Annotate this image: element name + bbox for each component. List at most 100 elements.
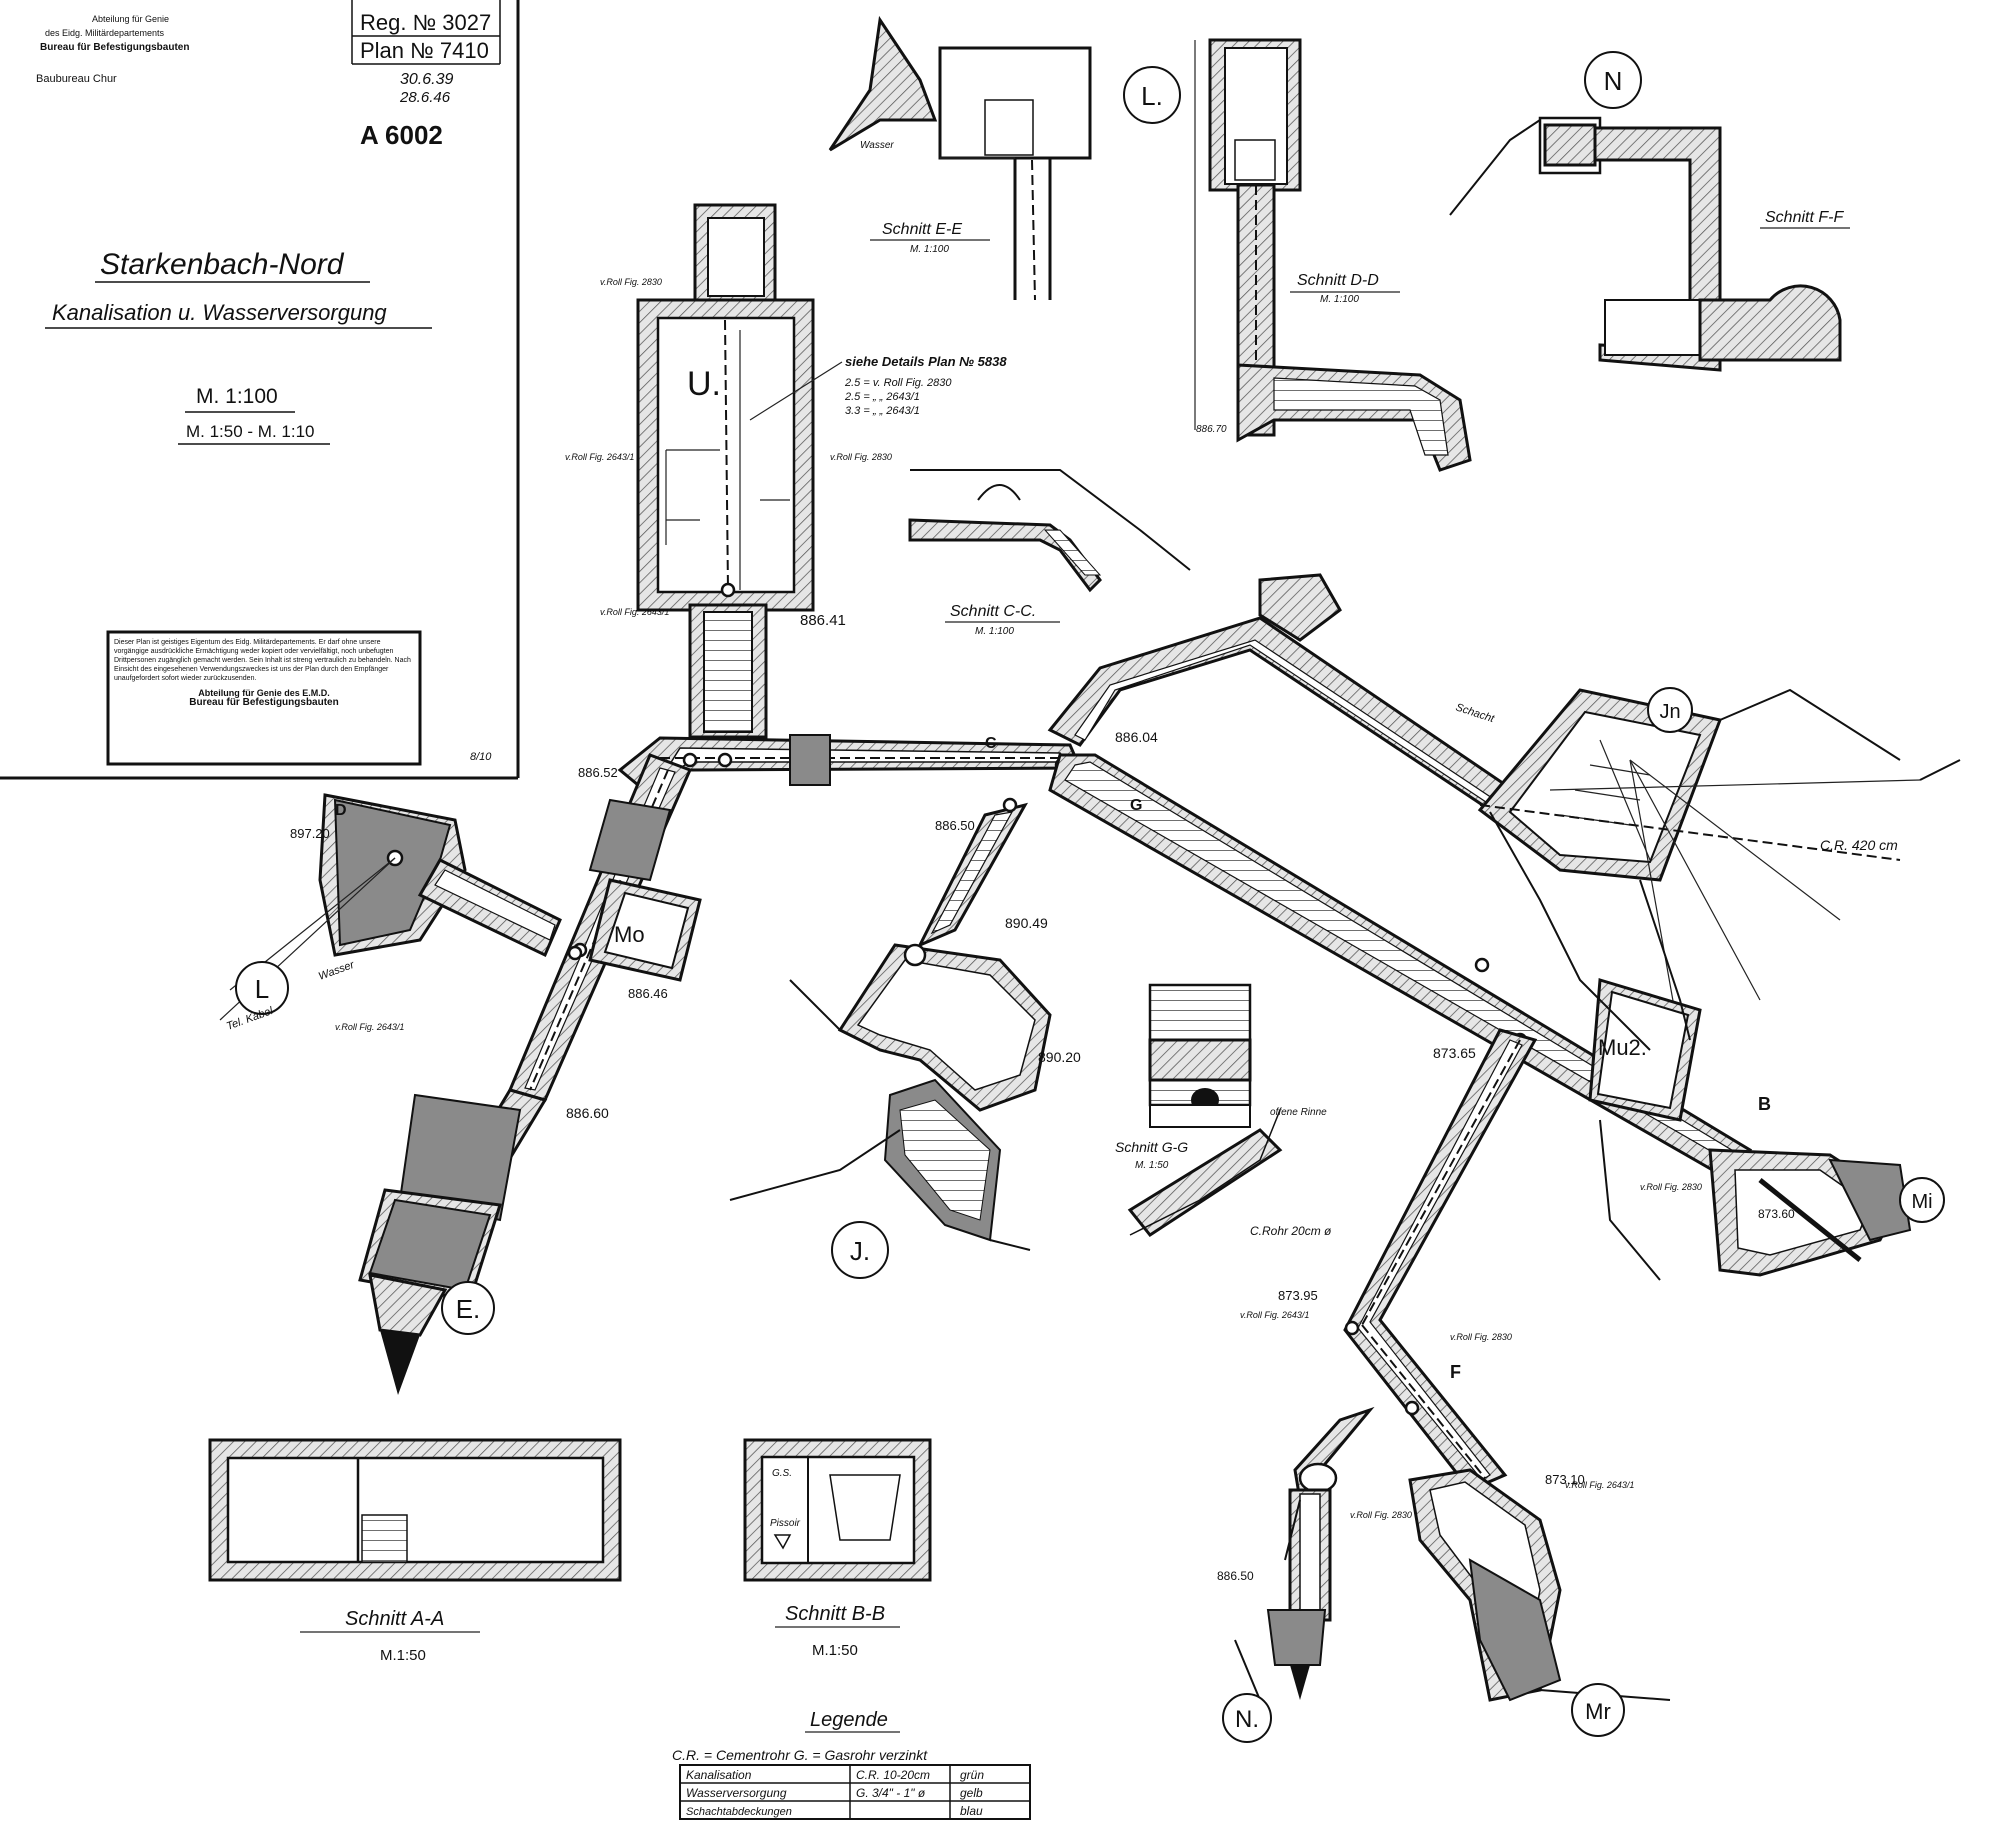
- plan-number: Plan № 7410: [360, 38, 489, 63]
- legend: Legende C.R. = Cementrohr G. = Gasrohr v…: [672, 1709, 1031, 1820]
- callout-mr-label: Mr: [1585, 1699, 1611, 1724]
- callout-mr: Mr: [1571, 1683, 1625, 1737]
- label-vroll-2: v.Roll Fig. 2643/1: [565, 452, 634, 462]
- label-vroll-9: v.Roll Fig. 2830: [1350, 1510, 1412, 1520]
- callout-j-label: J.: [850, 1236, 870, 1266]
- office-line-4: Baubureau Chur: [36, 73, 117, 85]
- title-block: Starkenbach-Nord Kanalisation u. Wasserv…: [45, 248, 432, 445]
- reg-number: Reg. № 3027: [360, 10, 491, 35]
- elev-e3: 886.52: [578, 765, 618, 780]
- label-schacht: Schacht: [1454, 701, 1496, 725]
- callout-l-top: L.: [1123, 66, 1181, 124]
- label-vroll-10: v.Roll Fig. 2643/1: [1565, 1480, 1634, 1490]
- label-vroll-7: v.Roll Fig. 2643/1: [1240, 1310, 1309, 1320]
- details-ref-title: siehe Details Plan № 5838: [845, 354, 1007, 369]
- label-wasser: Wasser: [317, 958, 357, 982]
- callout-n-bottom-label: N.: [1235, 1706, 1259, 1733]
- callout-mi: Mi: [1899, 1177, 1945, 1223]
- callout-n-bottom: N.: [1222, 1693, 1272, 1743]
- callout-e-label: E.: [456, 1294, 481, 1324]
- sheet-reference: 8/10: [470, 751, 492, 763]
- label-vroll-1: v.Roll Fig. 2830: [600, 277, 662, 287]
- office-line-3: Bureau für Befestigungsbauten: [40, 42, 189, 53]
- section-aa-title: Schnitt A-A: [345, 1608, 444, 1630]
- section-aa-scale: M.1:50: [380, 1647, 426, 1664]
- section-ee-wasser: Wasser: [860, 140, 894, 151]
- property-notice-text: Dieser Plan ist geistiges Eigentum des E…: [114, 639, 411, 682]
- title-block-frame: [0, 0, 520, 780]
- office-line-2: des Eidg. Militärdepartements: [45, 28, 165, 38]
- label-offene-rinne: offene Rinne: [1270, 1107, 1327, 1118]
- main-scale: M. 1:100: [196, 385, 278, 408]
- date-2: 28.6.46: [399, 89, 451, 106]
- elev-e5: 886.46: [628, 986, 668, 1001]
- office-header: Abteilung für Genie des Eidg. Militärdep…: [36, 14, 189, 85]
- section-bb-title: Schnitt B-B: [785, 1603, 885, 1625]
- callout-l-top-label: L.: [1141, 81, 1163, 111]
- marker-d: D: [335, 802, 347, 819]
- elev-e14: 886.70: [1196, 424, 1227, 435]
- legend-row-3-color: blau: [960, 1804, 983, 1818]
- elev-e9: 886.60: [566, 1105, 609, 1121]
- section-gg: Schnitt G-G M. 1:50 offene Rinne C.Rohr …: [1115, 983, 1332, 1238]
- elev-e10: 873.65: [1433, 1045, 1476, 1061]
- room-mo-label: Mo: [614, 922, 645, 947]
- section-ff: Schnitt F-F: [1449, 116, 1850, 372]
- legend-row-1-name: Kanalisation: [686, 1768, 752, 1782]
- marker-f: F: [1450, 1362, 1461, 1382]
- section-gg-scale: M. 1:50: [1135, 1160, 1169, 1171]
- section-aa: Schnitt A-A M.1:50: [208, 1438, 622, 1664]
- elev-e4: 897.20: [290, 826, 330, 841]
- section-cc-scale: M. 1:100: [975, 626, 1014, 637]
- office-line-1: Abteilung für Genie: [92, 14, 169, 24]
- elev-e12: 873.10: [1545, 1472, 1585, 1487]
- details-ref-2: 2.5 = „ „ 2643/1: [844, 391, 920, 403]
- callout-l-left-label: L: [255, 974, 269, 1004]
- legend-row-1-spec: C.R. 10-20cm: [856, 1768, 930, 1782]
- legend-row-3-name: Schachtabdeckungen: [686, 1806, 792, 1818]
- details-ref-3: 3.3 = „ „ 2643/1: [845, 405, 920, 417]
- legend-row-2-spec: G. 3/4" - 1" ø: [856, 1786, 926, 1800]
- room-u: U.: [636, 203, 815, 739]
- section-ff-title: Schnitt F-F: [1765, 209, 1844, 226]
- marker-c: C: [985, 735, 997, 752]
- label-vroll-5: v.Roll Fig. 2643/1: [335, 1022, 404, 1032]
- section-cc: Schnitt C-C. M. 1:100: [908, 469, 1191, 637]
- label-vroll-4: v.Roll Fig. 2643/1: [600, 607, 669, 617]
- legend-title: Legende: [810, 1709, 888, 1731]
- label-vroll-6: v.Roll Fig. 2830: [1640, 1182, 1702, 1192]
- callout-n-top-label: N: [1604, 66, 1623, 96]
- section-ee-title: Schnitt E-E: [882, 221, 962, 238]
- corridor-network: [219, 573, 1921, 1702]
- section-cc-title: Schnitt C-C.: [950, 603, 1036, 620]
- elev-e7: 890.49: [1005, 915, 1048, 931]
- label-vroll-3: v.Roll Fig. 2830: [830, 452, 892, 462]
- registry-block: Reg. № 3027 Plan № 7410 30.6.39 28.6.46 …: [351, 0, 501, 150]
- section-ee: Schnitt E-E M. 1:100 Wasser: [828, 15, 1092, 301]
- property-notice-footer-2: Bureau für Befestigungsbauten: [189, 697, 339, 708]
- label-gs: G.S.: [772, 1468, 792, 1479]
- room-u-label: U.: [687, 365, 721, 403]
- section-dd: Schnitt D-D M. 1:100 886.70: [1194, 38, 1472, 472]
- marker-b: B: [1758, 1094, 1771, 1114]
- legend-row-2-name: Wasserversorgung: [686, 1786, 787, 1800]
- details-reference: siehe Details Plan № 5838 2.5 = v. Roll …: [749, 354, 1007, 421]
- legend-abbreviations: C.R. = Cementrohr G. = Gasrohr verzinkt: [672, 1747, 928, 1763]
- callout-mi-label: Mi: [1911, 1191, 1932, 1213]
- callout-jn-label: Jn: [1659, 701, 1680, 723]
- section-bb: Pissoir G.S. Schnitt B-B M.1:50: [743, 1438, 932, 1659]
- callout-n-top: N: [1584, 51, 1642, 109]
- drawing-title: Starkenbach-Nord: [100, 248, 345, 281]
- callout-jn: Jn: [1647, 687, 1693, 733]
- property-notice-footer-1: Abteilung für Genie des E.M.D.: [198, 688, 330, 698]
- marker-g: G: [1130, 797, 1142, 814]
- elev-e6: 886.50: [935, 818, 975, 833]
- label-vroll-8: v.Roll Fig. 2830: [1450, 1332, 1512, 1342]
- section-bb-scale: M.1:50: [812, 1642, 858, 1659]
- archive-number: A 6002: [360, 120, 443, 150]
- elev-e1: 886.41: [800, 612, 846, 629]
- elev-e8: 890.20: [1038, 1049, 1081, 1065]
- label-cr-rohr: C.Rohr 20cm ø: [1250, 1224, 1332, 1238]
- label-pissoir: Pissoir: [770, 1518, 801, 1529]
